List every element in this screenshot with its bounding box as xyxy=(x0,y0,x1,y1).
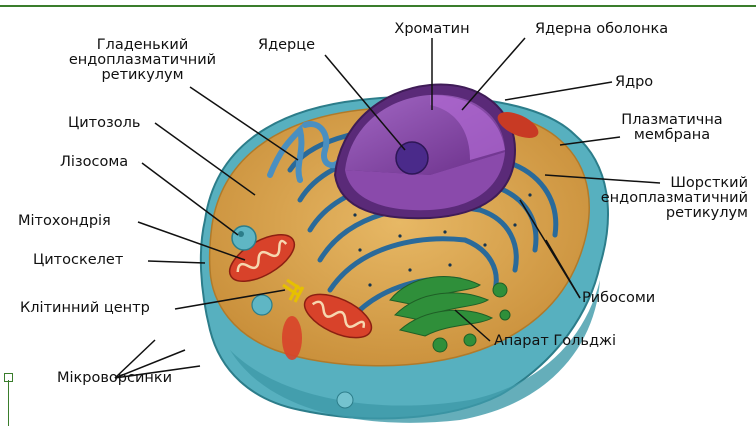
label-rough-er-line3: ретикулум xyxy=(590,206,748,221)
label-golgi: Апарат Гольджі xyxy=(494,334,616,349)
label-plasma-membrane-line1: Плазматична xyxy=(612,113,732,128)
label-nucleolus: Ядерце xyxy=(258,38,315,53)
label-rough-er: Шорсткий ендоплазматичний ретикулум xyxy=(590,176,748,221)
label-microvilli: Мікроворсинки xyxy=(57,371,172,386)
label-lysosome: Лізосома xyxy=(60,155,128,170)
label-mitochondrion: Мітохондрія xyxy=(18,214,111,229)
label-nuclear-envelope: Ядерна оболонка xyxy=(535,22,668,37)
label-rough-er-line1: Шорсткий xyxy=(590,176,748,191)
label-plasma-membrane: Плазматична мембрана xyxy=(612,113,732,143)
label-ribosomes: Рибосоми xyxy=(582,291,655,306)
label-smooth-er-line3: ретикулум xyxy=(50,68,235,83)
label-cytoskeleton: Цитоскелет xyxy=(33,253,123,268)
label-rough-er-line2: ендоплазматичний xyxy=(590,191,748,206)
label-smooth-er-line1: Гладенький xyxy=(50,38,235,53)
label-chromatin: Хроматин xyxy=(372,22,492,37)
label-smooth-er: Гладенький ендоплазматичний ретикулум xyxy=(50,38,235,83)
label-smooth-er-line2: ендоплазматичний xyxy=(50,53,235,68)
label-plasma-membrane-line2: мембрана xyxy=(612,128,732,143)
label-nucleus: Ядро xyxy=(615,75,653,90)
label-cytosol: Цитозоль xyxy=(68,116,140,131)
label-centrosome: Клітинний центр xyxy=(20,301,150,316)
